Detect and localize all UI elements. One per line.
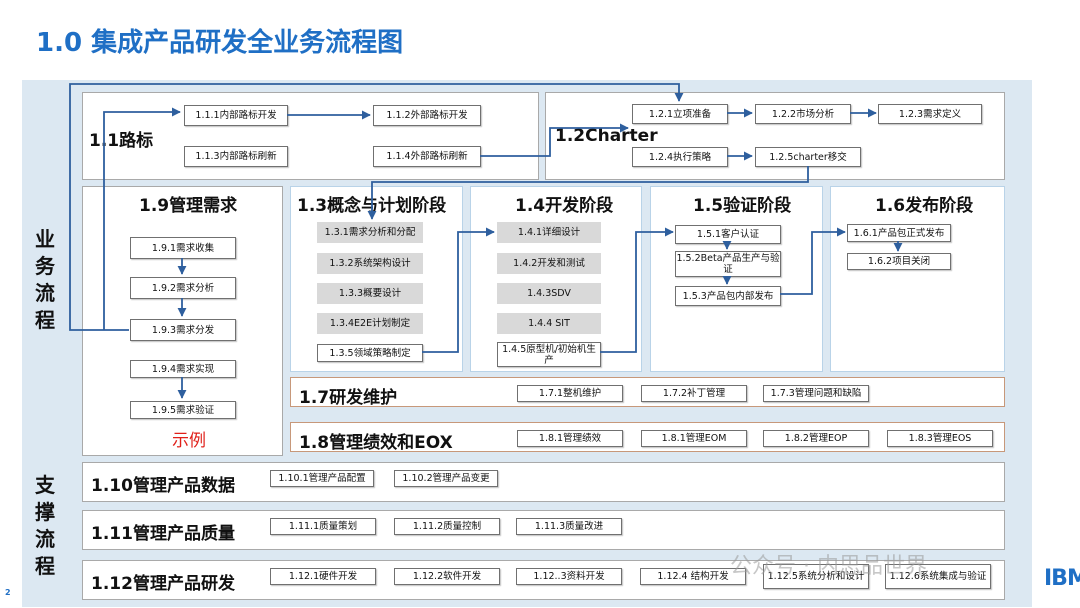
- node-1-8-1[interactable]: 1.8.1管理绩效: [517, 430, 623, 447]
- node-1-2-4[interactable]: 1.2.4执行策略: [632, 147, 728, 167]
- panel-title: 1.1路标: [89, 131, 154, 151]
- panel-development: 1.4开发阶段 1.4.1详细设计 1.4.2开发和测试 1.4.3SDV 1.…: [470, 186, 642, 372]
- panel-maintenance: 1.7研发维护 1.7.1整机维护 1.7.2补丁管理 1.7.3管理问题和缺陷: [290, 377, 1005, 408]
- arrow-1-2-5-to-1-3: [367, 166, 809, 220]
- node-1-9-2[interactable]: 1.9.2需求分析: [130, 277, 236, 299]
- node-1-3-1[interactable]: 1.3.1需求分析和分配: [317, 222, 423, 243]
- panel-title: 1.9管理需求: [139, 196, 238, 216]
- node-1-5-2[interactable]: 1.5.2Beta产品生产与验证: [675, 251, 781, 277]
- node-1-10-1[interactable]: 1.10.1管理产品配置: [270, 470, 374, 487]
- ibm-logo: IBM: [1044, 566, 1080, 591]
- lane-label-support: 支撑流程: [26, 472, 64, 580]
- node-1-6-2[interactable]: 1.6.2项目关闭: [847, 253, 951, 270]
- node-1-7-1[interactable]: 1.7.1整机维护: [517, 385, 623, 402]
- node-1-11-3[interactable]: 1.11.3质量改进: [516, 518, 622, 535]
- panel-title: 1.8管理绩效和EOX: [299, 433, 453, 453]
- node-1-2-2[interactable]: 1.2.2市场分析: [755, 104, 851, 124]
- node-1-9-5[interactable]: 1.9.5需求验证: [130, 401, 236, 419]
- panel-title: 1.10管理产品数据: [91, 476, 235, 496]
- arrow-1-3-5-to-1-4-1: [422, 227, 495, 353]
- watermark: 公众号 · 内思品世界: [730, 554, 927, 579]
- node-1-7-2[interactable]: 1.7.2补丁管理: [641, 385, 747, 402]
- node-1-4-5[interactable]: 1.4.5原型机/初始机生产: [497, 342, 601, 367]
- node-1-9-3[interactable]: 1.9.3需求分发: [130, 319, 236, 341]
- node-1-4-2[interactable]: 1.4.2开发和测试: [497, 253, 601, 274]
- lane-label-business-text: 业务流程: [26, 226, 64, 334]
- node-1-10-2[interactable]: 1.10.2管理产品变更: [394, 470, 498, 487]
- node-1-6-1[interactable]: 1.6.1产品包正式发布: [847, 224, 951, 242]
- node-1-8-3[interactable]: 1.8.3管理EOS: [887, 430, 993, 447]
- node-1-9-4[interactable]: 1.9.4需求实现: [130, 360, 236, 378]
- node-1-3-5[interactable]: 1.3.5领域策略制定: [317, 344, 423, 362]
- node-1-12-6[interactable]: 1.12.6系统集成与验证: [885, 564, 991, 589]
- panel-title: 1.11管理产品质量: [91, 524, 235, 544]
- lane-label-char: 流: [35, 281, 55, 305]
- panel-product-quality: 1.11管理产品质量 1.11.1质量策划 1.11.2质量控制 1.11.3质…: [82, 510, 1005, 550]
- panel-title: 1.5验证阶段: [693, 196, 792, 216]
- node-1-3-4[interactable]: 1.3.4E2E计划制定: [317, 313, 423, 334]
- node-1-12-4[interactable]: 1.12.4 结构开发: [640, 568, 746, 585]
- node-1-11-1[interactable]: 1.11.1质量策划: [270, 518, 376, 535]
- panel-title: 1.4开发阶段: [515, 196, 614, 216]
- panel-performance-eox: 1.8管理绩效和EOX 1.8.1管理绩效 1.8.1管理EOM 1.8.2管理…: [290, 422, 1005, 453]
- panel-charter: 1.2Charter 1.2.1立项准备 1.2.2市场分析 1.2.3需求定义…: [545, 92, 1005, 180]
- panel-title: 1.7研发维护: [299, 388, 398, 408]
- node-1-4-4[interactable]: 1.4.4 SIT: [497, 313, 601, 334]
- arrow-1-9-3-to-1-2-1: [69, 83, 684, 331]
- arrow-1-4-5-to-1-5-1: [600, 227, 674, 353]
- lane-label-char: 程: [35, 554, 55, 578]
- panel-roadmap: 1.1路标 1.1.1内部路标开发 1.1.2外部路标开发 1.1.3内部路标刷…: [82, 92, 539, 180]
- node-1-7-3[interactable]: 1.7.3管理问题和缺陷: [763, 385, 869, 402]
- page-number: 2: [5, 588, 11, 597]
- page-title: 1.0 集成产品研发全业务流程图: [36, 28, 404, 58]
- panel-product-rd: 1.12管理产品研发 1.12.1硬件开发 1.12.2软件开发 1.12..3…: [82, 560, 1005, 600]
- node-1-11-2[interactable]: 1.11.2质量控制: [394, 518, 500, 535]
- node-1-1-3[interactable]: 1.1.3内部路标刷新: [184, 146, 288, 167]
- lane-label-char: 业: [35, 227, 55, 251]
- node-1-8-1b[interactable]: 1.8.1管理EOM: [641, 430, 747, 447]
- node-1-12-1[interactable]: 1.12.1硬件开发: [270, 568, 376, 585]
- lane-label-char: 流: [35, 527, 55, 551]
- node-1-4-1[interactable]: 1.4.1详细设计: [497, 222, 601, 243]
- node-1-2-1[interactable]: 1.2.1立项准备: [632, 104, 728, 124]
- panel-title: 1.2Charter: [555, 126, 658, 146]
- panel-title: 1.12管理产品研发: [91, 574, 235, 594]
- lane-label-char: 支: [35, 473, 55, 497]
- node-1-5-3[interactable]: 1.5.3产品包内部发布: [675, 286, 781, 306]
- node-1-3-2[interactable]: 1.3.2系统架构设计: [317, 253, 423, 274]
- lane-label-business: 业务流程: [26, 226, 64, 334]
- panel-concept-plan: 1.3概念与计划阶段 1.3.1需求分析和分配 1.3.2系统架构设计 1.3.…: [290, 186, 463, 372]
- panel-title: 1.6发布阶段: [875, 196, 974, 216]
- panel-release: 1.6发布阶段 1.6.1产品包正式发布 1.6.2项目关闭: [830, 186, 1005, 372]
- node-1-12-3[interactable]: 1.12..3资料开发: [516, 568, 622, 585]
- panel-verification: 1.5验证阶段 1.5.1客户认证 1.5.2Beta产品生产与验证 1.5.3…: [650, 186, 823, 372]
- example-note: 示例: [172, 431, 206, 451]
- lane-label-char: 撑: [35, 500, 55, 524]
- node-1-12-2[interactable]: 1.12.2软件开发: [394, 568, 500, 585]
- lane-label-char: 务: [35, 254, 55, 278]
- node-1-2-3[interactable]: 1.2.3需求定义: [878, 104, 982, 124]
- node-1-4-3[interactable]: 1.4.3SDV: [497, 283, 601, 304]
- line-1-9-3-to-1-1-1: [103, 107, 181, 330]
- lane-label-char: 程: [35, 308, 55, 332]
- node-1-9-1[interactable]: 1.9.1需求收集: [130, 237, 236, 259]
- panel-requirements: 1.9管理需求 1.9.1需求收集 1.9.2需求分析 1.9.3需求分发 1.…: [82, 186, 283, 456]
- panel-product-data: 1.10管理产品数据 1.10.1管理产品配置 1.10.2管理产品变更: [82, 462, 1005, 502]
- node-1-3-3[interactable]: 1.3.3概要设计: [317, 283, 423, 304]
- node-1-8-2[interactable]: 1.8.2管理EOP: [763, 430, 869, 447]
- arrow-1-1-4-to-1-2-4: [480, 123, 629, 157]
- arrow-1-5-3-to-1-6-1: [780, 227, 846, 295]
- lane-label-support-text: 支撑流程: [26, 472, 64, 580]
- node-1-1-2[interactable]: 1.1.2外部路标开发: [373, 105, 481, 126]
- node-1-12-5[interactable]: 1.12.5系统分析和设计: [763, 564, 869, 589]
